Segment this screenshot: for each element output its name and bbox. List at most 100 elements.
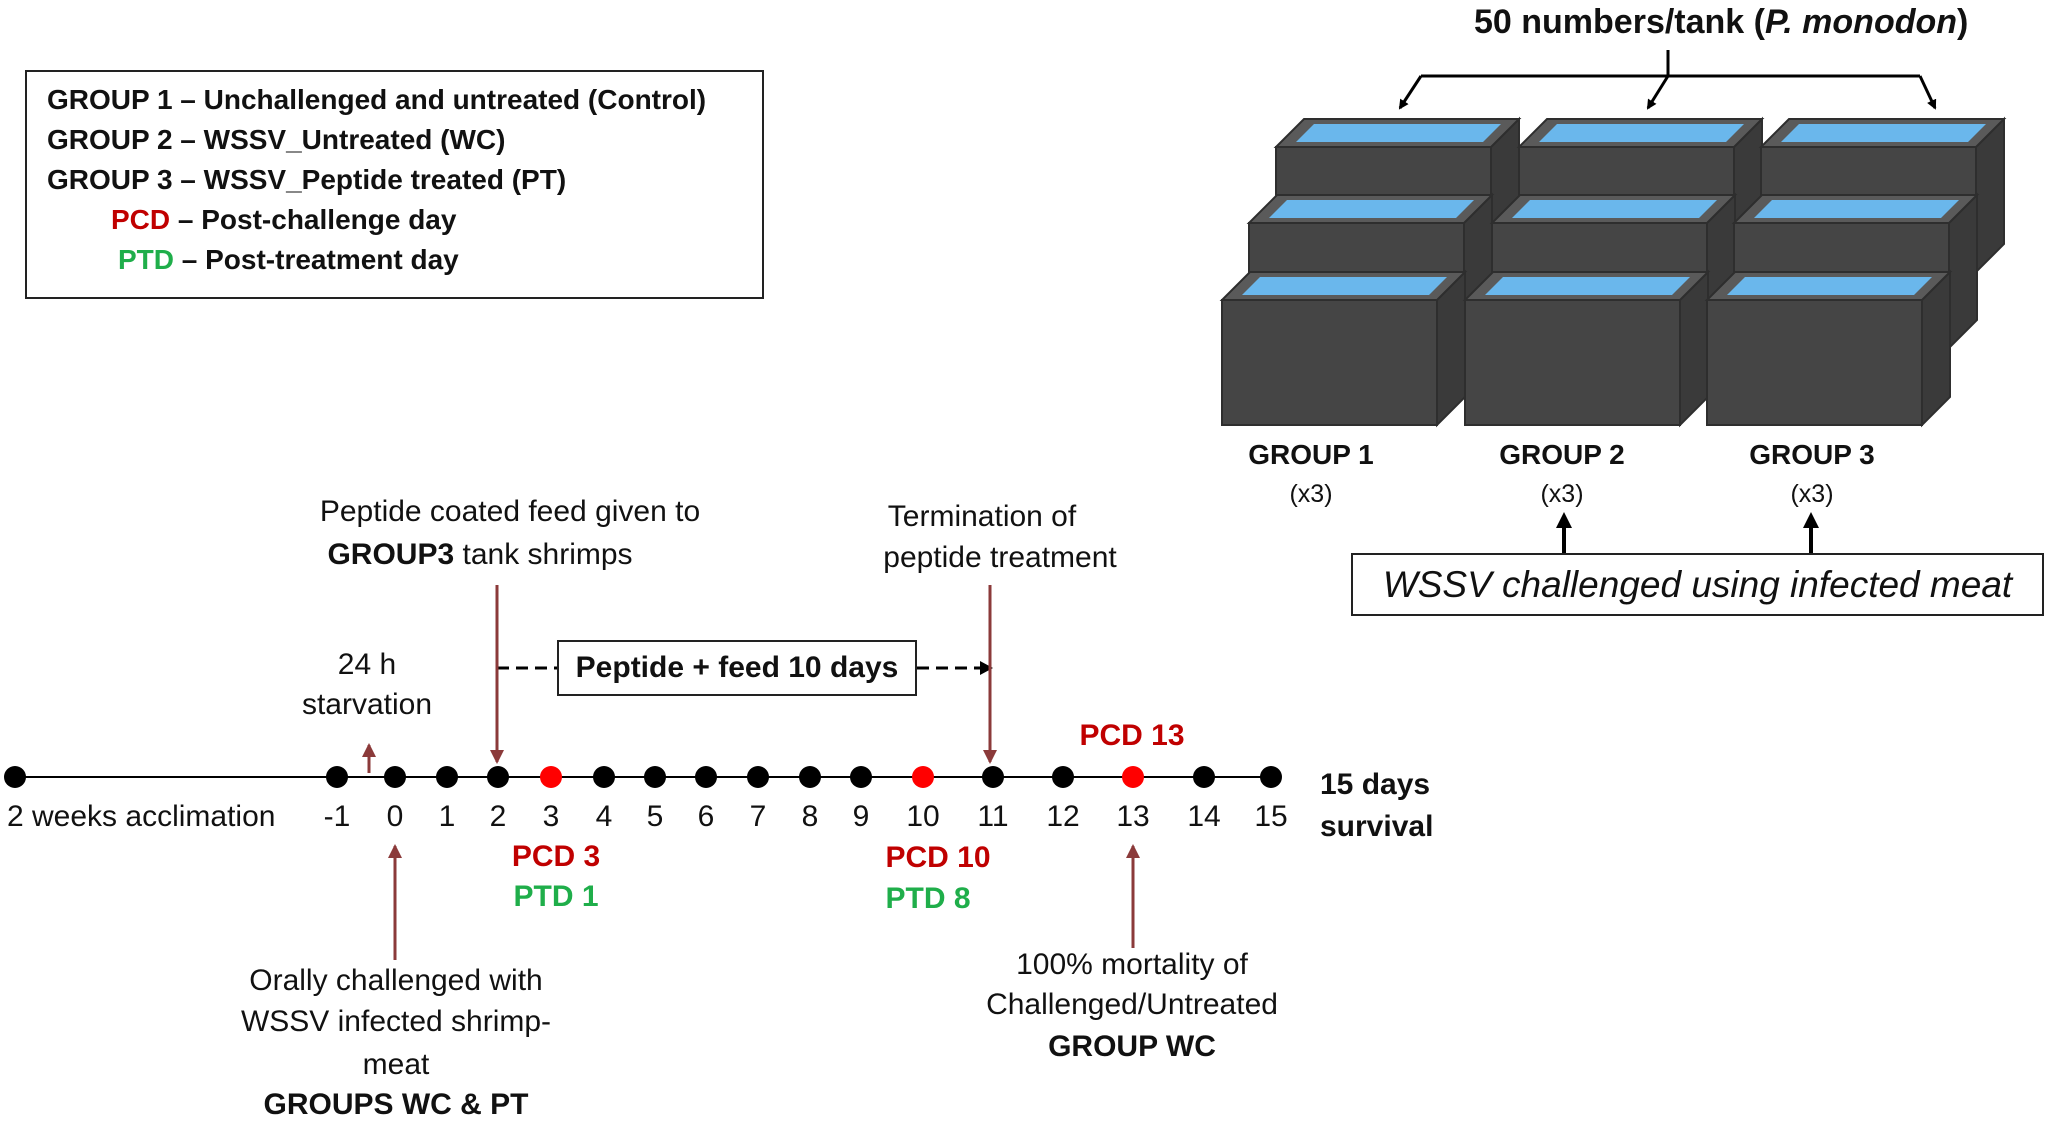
timeline-dot-start (4, 766, 26, 788)
tank-water (1754, 200, 1959, 218)
timeline-dot (1052, 766, 1074, 788)
feed-start-group: GROUP3 (327, 538, 455, 571)
challenge-line4: GROUPS WC & PT (263, 1088, 529, 1121)
tank-front (1706, 299, 1923, 426)
feed-start-line1: Peptide coated feed given to (319, 495, 701, 528)
tank-header-prefix: 50 numbers/tank ( (1474, 3, 1765, 41)
pcd13-label: PCD 13 (1079, 719, 1185, 752)
legend-group1: GROUP 1 – Unchallenged and untreated (Co… (47, 84, 707, 115)
challenge-arrows (1556, 512, 1819, 553)
timeline-dot (1193, 766, 1215, 788)
survival-line1: 15 days (1320, 768, 1431, 801)
legend-pcd: PCD – Post-challenge day (111, 206, 456, 234)
tank-water (1269, 200, 1474, 218)
timeline-tick-label: 8 (801, 800, 819, 833)
feed-start-rest: tank shrimps (454, 538, 633, 571)
acclimation-label: 2 weeks acclimation (7, 800, 276, 833)
timeline-tick-label: 4 (595, 800, 613, 833)
tank-water (1296, 124, 1501, 142)
termination-line2: peptide treatment (883, 541, 1117, 574)
tank-group3-count: (x3) (1790, 480, 1834, 508)
tank (1219, 269, 1468, 428)
timeline-dot (487, 766, 509, 788)
event-arrows (362, 585, 1140, 960)
tank-water (1485, 277, 1690, 295)
timeline-tick-label: 0 (386, 800, 404, 833)
timeline-tick-label: 7 (749, 800, 767, 833)
legend-ptd-desc: – Post-treatment day (174, 244, 459, 275)
legend-group3: GROUP 3 – WSSV_Peptide treated (PT) (47, 164, 567, 195)
timeline-dot (799, 766, 821, 788)
tank-group2-count: (x3) (1540, 480, 1584, 508)
timeline-tick-label: 11 (977, 800, 1009, 833)
challenge-line2: WSSV infected shrimp- (240, 1005, 552, 1038)
tank-group1-label: GROUP 1 (1248, 439, 1374, 470)
timeline-dot (326, 766, 348, 788)
tank-group3-label: GROUP 3 (1749, 439, 1875, 470)
timeline-dot (593, 766, 615, 788)
tank-stacks (1219, 116, 2007, 428)
timeline-tick-label: 12 (1046, 800, 1080, 833)
legend-group2: GROUP 2 – WSSV_Untreated (WC) (47, 124, 506, 155)
timeline-tick-label: -1 (323, 800, 351, 833)
tank-water (1512, 200, 1717, 218)
timeline-tick-label: 2 (489, 800, 507, 833)
timeline-tick-label: 15 (1254, 800, 1288, 833)
mortality-line2: Challenged/Untreated (986, 988, 1278, 1021)
pcd3-label: PCD 3 (511, 840, 601, 873)
ptd8-label: PTD 8 (885, 882, 971, 915)
timeline-dot (850, 766, 872, 788)
mortality-line3: GROUP WC (1048, 1030, 1216, 1063)
tank-water (1539, 124, 1744, 142)
starvation-line1: 24 h (337, 648, 397, 681)
starvation-line2: starvation (301, 688, 433, 721)
legend-ptd-abbr: PTD (118, 244, 174, 275)
timeline-dot (384, 766, 406, 788)
timeline-dot (1122, 766, 1144, 788)
tank-group2-label: GROUP 2 (1499, 439, 1625, 470)
survival-line2: survival (1320, 810, 1434, 843)
timeline-tick-label: 5 (646, 800, 664, 833)
tank-water (1242, 277, 1447, 295)
tank-water (1727, 277, 1932, 295)
challenge-line3: meat (362, 1048, 430, 1081)
timeline-dot (695, 766, 717, 788)
tank-water (1781, 124, 1986, 142)
timeline-tick-label: 3 (542, 800, 560, 833)
feed-start-line2: GROUP3 tank shrimps (327, 540, 632, 570)
tank-header-suffix: ) (1957, 3, 1969, 41)
timeline-dot (436, 766, 458, 788)
legend-pcd-desc: – Post-challenge day (170, 204, 457, 235)
timeline-dot (1260, 766, 1282, 788)
timeline-dot (540, 766, 562, 788)
termination-line1: Termination of (887, 500, 1077, 533)
tank (1462, 269, 1711, 428)
timeline-tick-label: 10 (906, 800, 940, 833)
wssv-challenge-note: WSSV challenged using infected meat (1351, 553, 2044, 616)
timeline-tick-label: 14 (1187, 800, 1221, 833)
ptd1-label: PTD 1 (513, 880, 599, 913)
timeline-dots (4, 766, 1282, 788)
timeline-tick-label: 1 (438, 800, 456, 833)
timeline-dot (644, 766, 666, 788)
tank-front (1464, 299, 1681, 426)
timeline-tick-label: 6 (697, 800, 715, 833)
pcd10-label: PCD 10 (885, 841, 991, 874)
mortality-line1: 100% mortality of (1016, 948, 1248, 981)
timeline-dot (747, 766, 769, 788)
timeline-dot (982, 766, 1004, 788)
legend-pcd-abbr: PCD (111, 204, 171, 235)
tank-header: 50 numbers/tank (P. monodon) (1474, 5, 1968, 39)
tank-header-bracket (1398, 50, 1937, 110)
challenge-line1: Orally challenged with (249, 964, 543, 997)
tank-group1-count: (x3) (1289, 480, 1333, 508)
tank (1704, 269, 1953, 428)
timeline-tick-label: 9 (852, 800, 870, 833)
timeline-tick-label: 13 (1116, 800, 1150, 833)
timeline-dot (912, 766, 934, 788)
feed-duration-arrow (497, 661, 993, 675)
tank-front (1221, 299, 1438, 426)
feed-duration-box: Peptide + feed 10 days (557, 640, 917, 696)
